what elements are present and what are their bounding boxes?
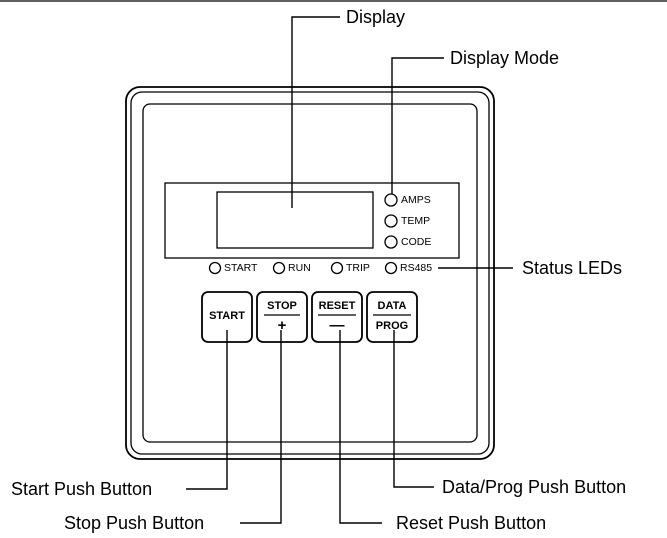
stop-push-button[interactable] bbox=[256, 291, 308, 343]
data-prog-push-button-callout: Data/Prog Push Button bbox=[442, 477, 627, 497]
stop-push-button-callout: Stop Push Button bbox=[64, 513, 205, 533]
reset-push-button[interactable] bbox=[311, 291, 363, 343]
start-leader bbox=[186, 330, 228, 490]
display-mode-leader bbox=[391, 57, 444, 194]
reset-button-bottom-label: — bbox=[329, 317, 345, 334]
start-push-button-callout: Start Push Button bbox=[11, 479, 153, 499]
start-status-label: START bbox=[224, 262, 258, 274]
temp-led-label: TEMP bbox=[401, 215, 431, 227]
data-prog-push-button[interactable] bbox=[366, 291, 418, 343]
stop-leader bbox=[240, 330, 282, 524]
display-housing bbox=[164, 182, 460, 259]
trip-status-label: TRIP bbox=[346, 262, 370, 274]
data-prog-leader bbox=[393, 330, 434, 488]
reset-push-button-callout: Reset Push Button bbox=[396, 513, 547, 533]
prog-button-bottom-label: PROG bbox=[375, 320, 409, 332]
temp-led bbox=[384, 214, 398, 228]
panel-outer-border bbox=[125, 86, 495, 460]
rs485-status-led bbox=[384, 261, 398, 275]
stop-button-bottom-label: + bbox=[277, 317, 287, 334]
run-status-led bbox=[272, 261, 286, 275]
amps-led-label: AMPS bbox=[401, 194, 431, 206]
panel-inner-face bbox=[142, 103, 478, 443]
amps-led bbox=[384, 193, 398, 207]
reset-leader bbox=[339, 330, 382, 524]
trip-status-led bbox=[330, 261, 344, 275]
code-led-label: CODE bbox=[401, 236, 432, 248]
display-window bbox=[216, 191, 374, 249]
stop-button-top-label: STOP bbox=[267, 300, 297, 312]
rs485-status-label: RS485 bbox=[400, 262, 433, 274]
code-led bbox=[384, 235, 398, 249]
start-status-led bbox=[208, 261, 222, 275]
start-button-label: START bbox=[209, 310, 245, 322]
display-callout: Display bbox=[346, 7, 406, 27]
display-mode-callout: Display Mode bbox=[450, 48, 560, 68]
panel-middle-border bbox=[130, 91, 490, 455]
status-leds-callout: Status LEDs bbox=[522, 258, 623, 278]
data-button-top-label: DATA bbox=[377, 300, 407, 312]
reset-button-top-label: RESET bbox=[318, 300, 356, 312]
run-status-label: RUN bbox=[288, 262, 311, 274]
display-leader bbox=[291, 16, 340, 208]
